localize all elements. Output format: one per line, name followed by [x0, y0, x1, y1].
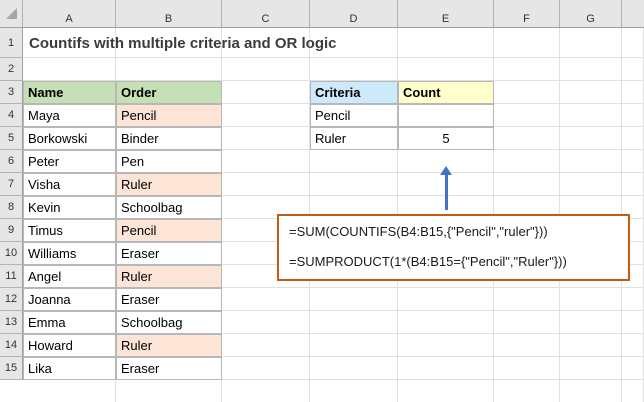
- criteria-cell-value[interactable]: Pencil: [310, 104, 398, 127]
- page-title: Countifs with multiple criteria and OR l…: [29, 34, 337, 52]
- row-header-3[interactable]: 3: [0, 81, 23, 104]
- grid-line-horizontal: [23, 80, 644, 81]
- formula-callout-box: =SUM(COUNTIFS(B4:B15,{"Pencil","ruler"})…: [277, 214, 630, 281]
- row-header-13[interactable]: 13: [0, 311, 23, 334]
- formula-text-line: =SUM(COUNTIFS(B4:B15,{"Pencil","ruler"})…: [289, 224, 548, 239]
- column-header-g[interactable]: G: [560, 0, 622, 27]
- row-header-7[interactable]: 7: [0, 173, 23, 196]
- row-header-8[interactable]: 8: [0, 196, 23, 219]
- data-cell-order[interactable]: Binder: [116, 127, 222, 150]
- column-header-c[interactable]: C: [222, 0, 310, 27]
- criteria-cell-value[interactable]: Ruler: [310, 127, 398, 150]
- data-cell-name[interactable]: Howard: [23, 334, 116, 357]
- grid-line-horizontal: [23, 287, 644, 288]
- data-cell-order-highlighted[interactable]: Pencil: [116, 219, 222, 242]
- row-header-11[interactable]: 11: [0, 265, 23, 288]
- row-header-6[interactable]: 6: [0, 150, 23, 173]
- row-header-15[interactable]: 15: [0, 357, 23, 380]
- formula-text-line: =SUMPRODUCT(1*(B4:B15={"Pencil","Ruler"}…: [289, 253, 567, 269]
- row-header-2[interactable]: 2: [0, 58, 23, 81]
- data-cell-order-highlighted[interactable]: Pencil: [116, 104, 222, 127]
- data-cell-order[interactable]: Eraser: [116, 242, 222, 265]
- data-cell-name[interactable]: Maya: [23, 104, 116, 127]
- row-header-10[interactable]: 10: [0, 242, 23, 265]
- column-header-f[interactable]: F: [494, 0, 560, 27]
- data-cell-name[interactable]: Visha: [23, 173, 116, 196]
- data-table-header-order[interactable]: Order: [116, 81, 222, 104]
- data-cell-order[interactable]: Eraser: [116, 357, 222, 380]
- criteria-table-header-count[interactable]: Count: [398, 81, 494, 104]
- data-cell-name[interactable]: Williams: [23, 242, 116, 265]
- column-header-d[interactable]: D: [310, 0, 398, 27]
- grid-line-horizontal: [23, 333, 644, 334]
- data-cell-name[interactable]: Borkowski: [23, 127, 116, 150]
- row-header-1[interactable]: 1: [0, 28, 23, 58]
- column-header-a[interactable]: A: [23, 0, 116, 27]
- up-arrow-icon: [440, 166, 452, 175]
- criteria-table-header-criteria[interactable]: Criteria: [310, 81, 398, 104]
- row-header-4[interactable]: 4: [0, 104, 23, 127]
- criteria-cell-count[interactable]: [398, 104, 494, 127]
- data-cell-name[interactable]: Peter: [23, 150, 116, 173]
- grid-line-horizontal: [23, 356, 644, 357]
- row-header-14[interactable]: 14: [0, 334, 23, 357]
- data-cell-name[interactable]: Angel: [23, 265, 116, 288]
- row-header-12[interactable]: 12: [0, 288, 23, 311]
- column-header-b[interactable]: B: [116, 0, 222, 27]
- data-table-header-name[interactable]: Name: [23, 81, 116, 104]
- column-header-e[interactable]: E: [398, 0, 494, 27]
- data-cell-order[interactable]: Eraser: [116, 288, 222, 311]
- grid-line-horizontal: [23, 310, 644, 311]
- data-cell-order[interactable]: Schoolbag: [116, 311, 222, 334]
- row-header-5[interactable]: 5: [0, 127, 23, 150]
- grid-line-horizontal: [23, 195, 644, 196]
- row-header-9[interactable]: 9: [0, 219, 23, 242]
- criteria-cell-count[interactable]: 5: [398, 127, 494, 150]
- grid-line-horizontal: [23, 172, 644, 173]
- data-cell-name[interactable]: Emma: [23, 311, 116, 334]
- corner-triangle-icon: [6, 8, 17, 19]
- data-cell-order-highlighted[interactable]: Ruler: [116, 173, 222, 196]
- grid-line-horizontal: [23, 379, 644, 380]
- data-cell-name[interactable]: Timus: [23, 219, 116, 242]
- data-cell-name[interactable]: Kevin: [23, 196, 116, 219]
- data-cell-order[interactable]: Schoolbag: [116, 196, 222, 219]
- data-cell-name[interactable]: Joanna: [23, 288, 116, 311]
- data-cell-order-highlighted[interactable]: Ruler: [116, 265, 222, 288]
- up-arrow-shaft: [445, 174, 448, 210]
- data-cell-order-highlighted[interactable]: Ruler: [116, 334, 222, 357]
- select-all-corner[interactable]: [0, 0, 23, 27]
- data-cell-order[interactable]: Pen: [116, 150, 222, 173]
- data-cell-name[interactable]: Lika: [23, 357, 116, 380]
- grid-line-horizontal: [23, 57, 644, 58]
